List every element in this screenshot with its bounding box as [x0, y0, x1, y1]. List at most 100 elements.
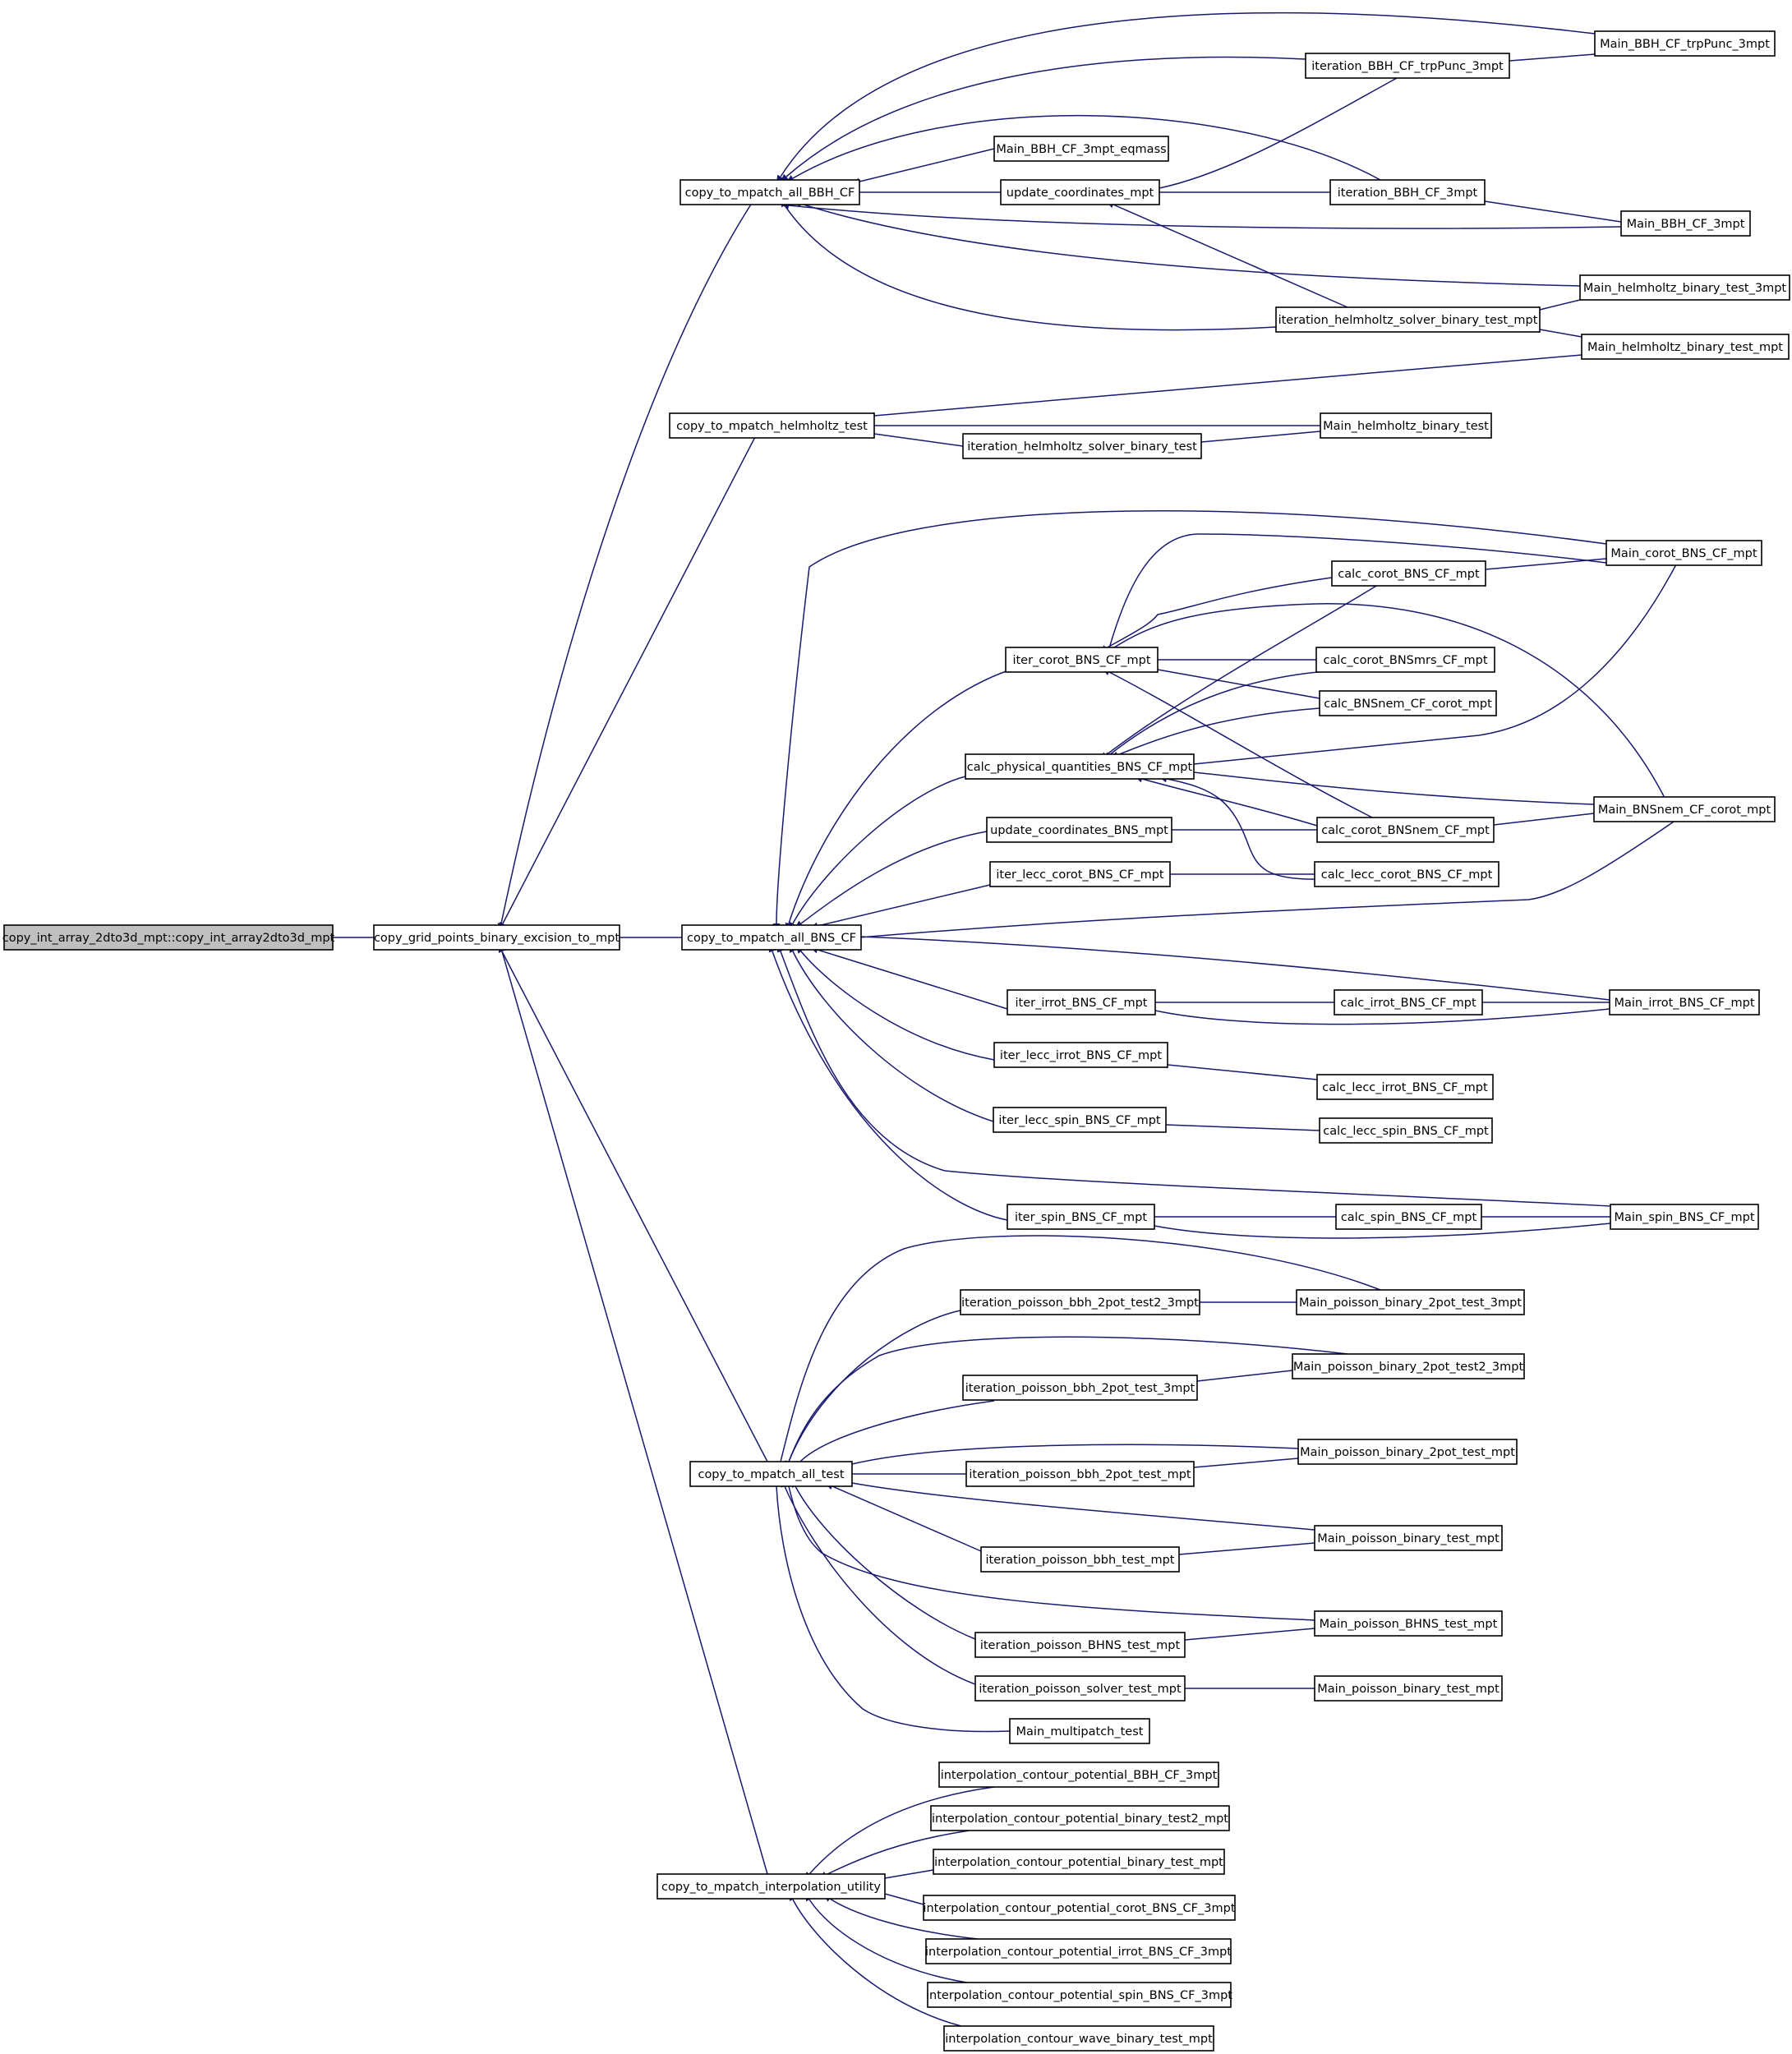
node-m-spin[interactable]: Main_spin_BNS_CF_mpt	[1610, 1204, 1759, 1230]
node-ip-bt[interactable]: interpolation_contour_potential_binary_t…	[933, 1849, 1225, 1875]
node-box	[681, 924, 862, 951]
node-m-nem[interactable]: Main_BNSnem_CF_corot_mpt	[1593, 796, 1776, 822]
edge-e-i-bt	[878, 1869, 934, 1882]
node-it-hh-mpt[interactable]: iteration_helmholtz_solver_binary_test_m…	[1275, 306, 1541, 333]
node-box	[943, 2025, 1214, 2052]
node-upd-bns[interactable]: update_coordinates_BNS_mpt	[986, 817, 1172, 843]
node-ip-corot[interactable]: interpolation_contour_potential_corot_BN…	[923, 1895, 1236, 1921]
node-bbh[interactable]: copy_to_mpatch_all_BBH_CF	[679, 179, 860, 205]
node-it-bbh3[interactable]: iteration_BBH_CF_3mpt	[1329, 179, 1486, 205]
node-upd[interactable]: update_coordinates_mpt	[1000, 179, 1160, 205]
node-m-hh3[interactable]: Main_helmholtz_binary_test_3mpt	[1579, 274, 1790, 301]
node-iter-lecc-corot[interactable]: iter_lecc_corot_BNS_CF_mpt	[989, 861, 1171, 887]
node-interp[interactable]: copy_to_mpatch_interpolation_utility	[656, 1873, 886, 1900]
edges	[325, 12, 1677, 2027]
node-label: calc_lecc_irrot_BNS_CF_mpt	[1322, 1081, 1488, 1094]
edge-e-p2tm-m	[1186, 1458, 1299, 1471]
node-ip-wave[interactable]: interpolation_contour_wave_binary_test_m…	[943, 2025, 1214, 2052]
node-it-bbh-trp[interactable]: iteration_BBH_CF_trpPunc_3mpt	[1305, 53, 1510, 79]
node-c-lecc-irrot[interactable]: calc_lecc_irrot_BNS_CF_mpt	[1316, 1074, 1494, 1100]
node-ip-irrot[interactable]: interpolation_contour_potential_irrot_BN…	[925, 1938, 1232, 1964]
edge-e-irrot-m	[1148, 1006, 1610, 1025]
node-c-mrs[interactable]: calc_corot_BNSmrs_CF_mpt	[1315, 647, 1495, 673]
node-ip-bbh[interactable]: interpolation_contour_potential_BBH_CF_3…	[938, 1762, 1219, 1788]
node-c-lecc-spin[interactable]: calc_lecc_spin_BNS_CF_mpt	[1319, 1117, 1493, 1144]
node-c-corot[interactable]: calc_corot_BNS_CF_mpt	[1331, 560, 1486, 587]
node-m-hh-mpt[interactable]: Main_helmholtz_binary_test_mpt	[1581, 334, 1790, 360]
node-box	[960, 1289, 1200, 1315]
node-m-mp[interactable]: Main_multipatch_test	[1009, 1718, 1150, 1744]
node-c-lecc-corot[interactable]: calc_lecc_corot_BNS_CF_mpt	[1314, 861, 1499, 887]
node-ip-bt2[interactable]: interpolation_contour_potential_binary_t…	[930, 1805, 1230, 1831]
node-box	[965, 1461, 1195, 1487]
node-box	[993, 1042, 1168, 1068]
node-hh[interactable]: copy_to_mpatch_helmholtz_test	[669, 412, 875, 439]
node-c-nem[interactable]: calc_BNSnem_CF_corot_mpt	[1319, 690, 1497, 716]
edge-e-t-itbbh	[825, 1482, 982, 1552]
node-iter-corot[interactable]: iter_corot_BNS_CF_mpt	[1005, 647, 1159, 673]
edge-e-hh	[499, 412, 768, 930]
node-label: iter_irrot_BNS_CF_mpt	[1015, 997, 1147, 1010]
node-label: Main_poisson_binary_test_mpt	[1317, 1683, 1499, 1696]
node-label: interpolation_contour_potential_spin_BNS…	[926, 1989, 1232, 2002]
node-box	[1007, 989, 1156, 1015]
node-m-pbt2[interactable]: Main_poisson_binary_test_mpt	[1314, 1675, 1503, 1702]
node-c-spin[interactable]: calc_spin_BNS_CF_mpt	[1335, 1204, 1482, 1230]
node-ip-spin[interactable]: interpolation_contour_potential_spin_BNS…	[926, 1982, 1232, 2008]
node-m-pbt1[interactable]: Main_poisson_binary_test_mpt	[1314, 1525, 1503, 1551]
node-iter-lecc-irrot[interactable]: iter_lecc_irrot_BNS_CF_mpt	[993, 1042, 1168, 1068]
node-m-p2tm[interactable]: Main_poisson_binary_2pot_test_mpt	[1297, 1439, 1518, 1465]
edge-e-t-mp2tm	[845, 1444, 1299, 1468]
node-m-p2t23[interactable]: Main_poisson_binary_2pot_test2_3mpt	[1292, 1353, 1525, 1379]
node-iter-spin[interactable]: iter_spin_BNS_CF_mpt	[1007, 1204, 1155, 1230]
node-box	[689, 1461, 853, 1487]
node-m-bbh-eq[interactable]: Main_BBH_CF_3mpt_eqmass	[993, 136, 1169, 162]
edge-e-eq	[852, 148, 995, 186]
edge-e-bns-mspin	[776, 944, 1611, 1207]
node-label: interpolation_contour_potential_binary_t…	[932, 1812, 1228, 1826]
node-box	[974, 1675, 1186, 1702]
node-box	[1292, 1353, 1525, 1379]
edge-e-t-mmp	[772, 1479, 1011, 1733]
node-it-pbbh[interactable]: iteration_poisson_bbh_test_mpt	[980, 1546, 1180, 1573]
edge-e-t-itbhns	[791, 1480, 976, 1640]
node-m-bhns[interactable]: Main_poisson_BHNS_test_mpt	[1314, 1610, 1503, 1637]
node-iter-irrot[interactable]: iter_irrot_BNS_CF_mpt	[1007, 989, 1156, 1015]
node-box	[1605, 540, 1762, 566]
node-box	[927, 1982, 1232, 2008]
node-m-bbh-trp[interactable]: Main_BBH_CF_trpPunc_3mpt	[1594, 30, 1776, 57]
node-root[interactable]: copy_int_array_2dto3d_mpt::copy_int_arra…	[2, 924, 335, 951]
node-test[interactable]: copy_to_mpatch_all_test	[689, 1461, 853, 1487]
node-box	[980, 1546, 1180, 1573]
node-it-bhns[interactable]: iteration_poisson_BHNS_test_mpt	[974, 1632, 1186, 1658]
edge-e-mtrp	[776, 12, 1596, 183]
edge-e-t-mpbt1	[845, 1479, 1315, 1531]
node-phys[interactable]: calc_physical_quantities_BNS_CF_mpt	[965, 753, 1195, 780]
node-m-corot[interactable]: Main_corot_BNS_CF_mpt	[1605, 540, 1762, 566]
node-m-irrot[interactable]: Main_irrot_BNS_CF_mpt	[1609, 989, 1760, 1015]
node-it-p2t3[interactable]: iteration_poisson_bbh_2pot_test_3mpt	[962, 1375, 1198, 1401]
node-m-p2t3[interactable]: Main_poisson_binary_2pot_test_3mpt	[1296, 1289, 1525, 1315]
node-c-corot-nem[interactable]: calc_corot_BNSnem_CF_mpt	[1316, 817, 1495, 843]
node-label: copy_to_mpatch_all_test	[698, 1468, 844, 1481]
node-box	[1329, 179, 1486, 205]
node-iter-lecc-spin[interactable]: iter_lecc_spin_BNS_CF_mpt	[993, 1107, 1167, 1133]
node-label: interpolation_contour_potential_BBH_CF_3…	[941, 1769, 1218, 1782]
node-box	[993, 1107, 1167, 1133]
node-it-psol[interactable]: iteration_poisson_solver_test_mpt	[974, 1675, 1186, 1702]
node-it-hh[interactable]: iteration_helmholtz_solver_binary_test	[962, 433, 1202, 459]
node-cgp[interactable]: copy_grid_points_binary_excision_to_mpt	[373, 924, 620, 951]
node-bns[interactable]: copy_to_mpatch_all_BNS_CF	[681, 924, 862, 951]
node-it-p2tm[interactable]: iteration_poisson_bbh_2pot_test_mpt	[965, 1461, 1195, 1487]
edge-e-m3	[781, 201, 1622, 229]
node-label: interpolation_contour_potential_irrot_BN…	[925, 1946, 1232, 1959]
edge-e-lspin	[1159, 1121, 1320, 1131]
node-box	[1620, 210, 1751, 237]
node-m-hh[interactable]: Main_helmholtz_binary_test	[1320, 412, 1492, 439]
edge-e-i-bbh	[804, 1786, 995, 1880]
node-box	[1594, 30, 1776, 57]
edge-e-corot-c	[1099, 577, 1333, 652]
node-m-bbh3[interactable]: Main_BBH_CF_3mpt	[1620, 210, 1751, 237]
node-c-irrot[interactable]: calc_irrot_BNS_CF_mpt	[1334, 989, 1483, 1015]
node-it-p2t2[interactable]: iteration_poisson_bbh_2pot_test2_3mpt	[960, 1289, 1200, 1315]
